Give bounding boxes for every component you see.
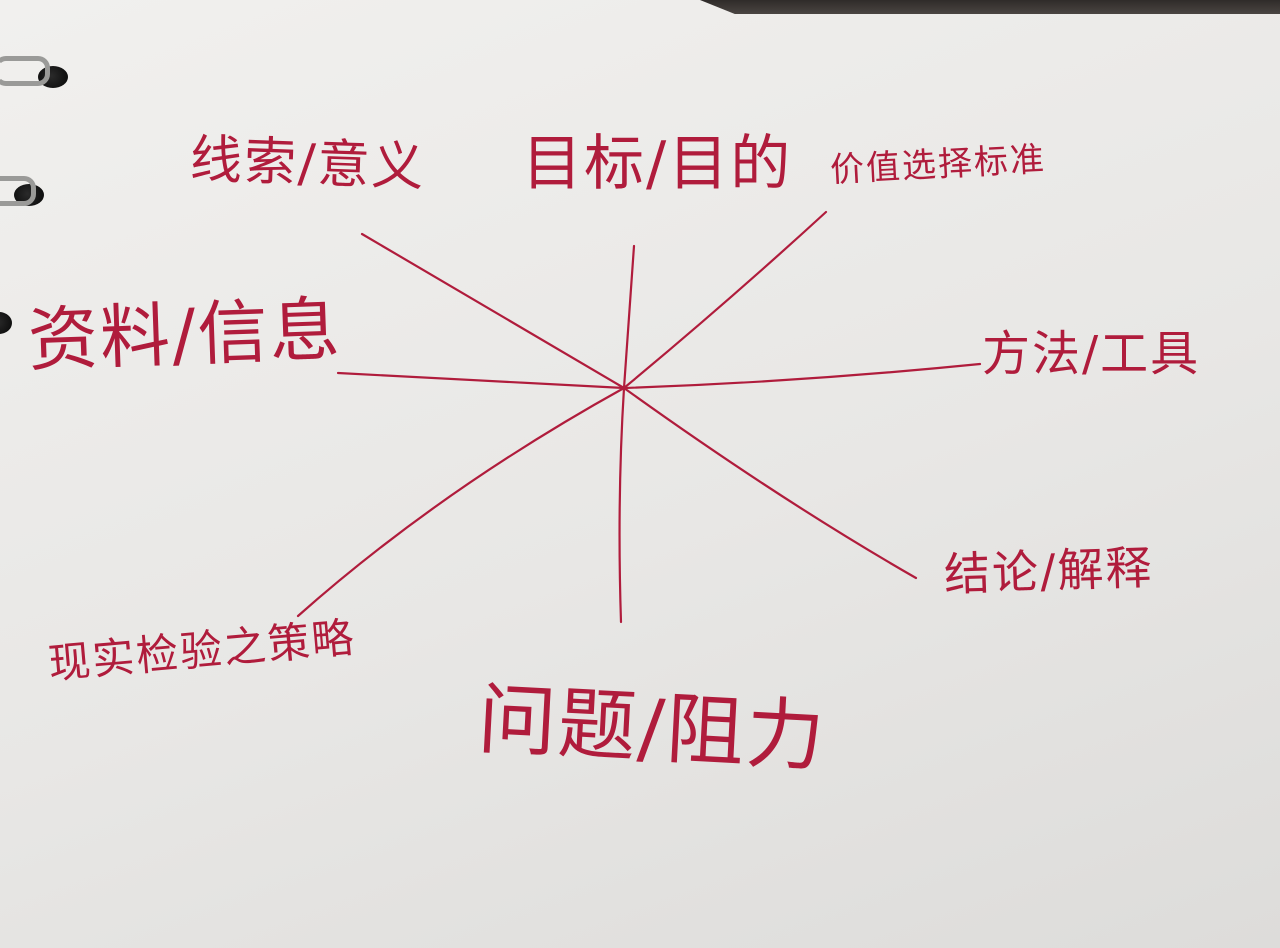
spoke-top-left xyxy=(360,232,626,390)
label-right: 方法/工具 xyxy=(982,326,1201,382)
spoke-bottom-left xyxy=(296,386,626,618)
spoke-bottom xyxy=(618,386,626,624)
label-left: 资料/信息 xyxy=(26,288,343,382)
spoke-bottom-right xyxy=(622,386,918,580)
notebook-cover-edge xyxy=(700,0,1280,14)
spoke-right xyxy=(622,362,982,390)
label-top: 目标/目的 xyxy=(522,129,793,199)
label-top-left: 线索/意义 xyxy=(189,129,427,199)
label-bottom: 问题/阻力 xyxy=(475,674,829,784)
binder-ring xyxy=(0,176,36,206)
label-top-right: 价值选择标准 xyxy=(829,139,1047,191)
spoke-top xyxy=(622,244,636,390)
binder-ring xyxy=(0,56,50,86)
spoke-top-right xyxy=(622,210,828,390)
binder-hole xyxy=(0,312,12,334)
label-bottom-right: 结论/解释 xyxy=(943,540,1155,602)
spoke-left xyxy=(336,371,626,390)
